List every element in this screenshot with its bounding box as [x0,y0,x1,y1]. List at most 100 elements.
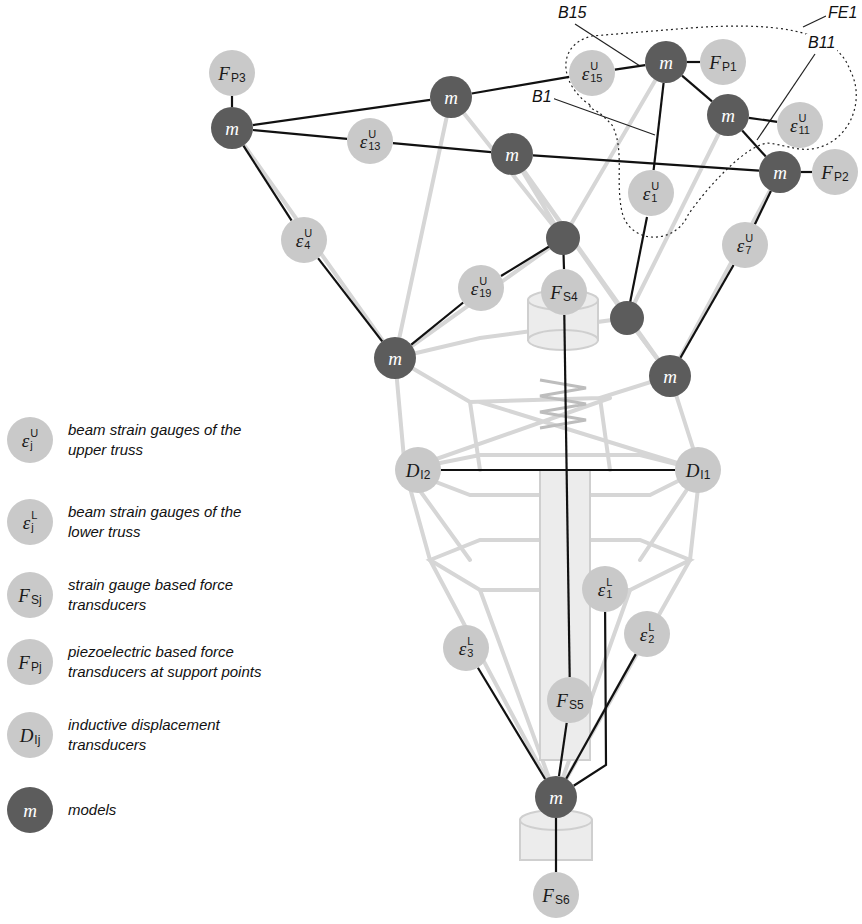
symbol-text: FS4 [550,283,577,302]
symbol-text: m [505,145,519,164]
sensor-circle: ε4U [281,217,327,263]
legend-text: piezoelectric based force transducers at… [68,642,283,682]
sensor-circle: FS6 [533,872,579,918]
sensor-circle: ε3L [443,625,489,671]
sensor-circle: DIj [7,712,53,758]
model-circle: m [491,133,533,175]
beam-connector [441,469,675,471]
symbol-text: ε19U [471,276,492,299]
legend-text: inductive displacement transducers [68,715,248,755]
symbol-text: ε1U [643,181,659,204]
model-circle: m [649,355,691,397]
beam-connector [231,96,233,107]
model-dot [546,221,580,255]
symbol-text: ε3L [459,636,474,659]
symbol-text: m [444,88,458,107]
sensor-circle: FP2 [812,149,858,195]
symbol-text: FPj [18,653,41,672]
symbol-text: DIj [20,726,41,745]
beam-connector [533,155,759,170]
beam-connector [253,100,430,125]
symbol-text: m [663,367,677,386]
beam-connector [742,131,766,157]
symbol-text: ε1L [598,577,613,600]
symbol-text: ε15U [582,61,603,84]
model-circle: m [374,337,416,379]
callout-label: B11 [806,34,837,52]
model-circle: m [7,787,53,833]
beam-connector [318,258,382,341]
model-circle: m [759,151,801,193]
symbol-text: ε11U [790,113,810,136]
callout-label: B1 [530,88,554,106]
legend-swatch [7,417,53,463]
symbol-text: FP3 [218,64,245,83]
beam-connector [472,77,570,94]
beam-connector [564,315,569,677]
sensor-circle: ε19U [458,265,504,311]
beam-connector [687,61,700,63]
beam-connector [680,265,733,358]
legend-text: models [68,800,268,820]
symbol-text: m [549,788,563,807]
symbol-text: m [659,53,673,72]
sensor-circle: ε2L [624,611,670,657]
beam-connector [801,171,812,173]
beam-connector [749,118,777,122]
model-circle: m [430,76,472,118]
legend-text: strain gauge based force transducers [68,575,268,615]
sensor-circle: ε1L [582,566,628,612]
legend-swatch [7,639,53,685]
beam-connector [478,668,545,779]
sensor-circle: FS5 [547,677,593,723]
symbol-text: FP2 [821,163,848,182]
symbol-text: FP1 [709,53,736,72]
sensor-circle: DI2 [395,447,441,493]
sensor-circle: FSj [7,572,53,618]
symbol-text: DI2 [406,461,431,480]
symbol-text: ε7U [737,233,753,256]
sensor-circle: FP1 [700,39,746,85]
beam-connector [253,130,347,139]
symbol-text: m [773,163,787,182]
symbol-text: εjL [23,510,38,533]
symbol-text: εjU [22,428,38,451]
symbol-text: m [721,106,735,125]
sensor-circle: ε13U [347,118,393,164]
beam-connector [559,723,567,776]
model-circle: m [535,776,577,818]
callout-label: FE1 [826,4,859,22]
symbol-text: ε4U [296,228,312,251]
beam-connector [393,143,491,152]
sensor-circle: FS4 [541,269,587,315]
callout-label: B15 [556,4,588,22]
sensor-circle: FPj [7,639,53,685]
sensor-circle: ε7U [722,222,768,268]
symbol-text: m [388,349,402,368]
beam-connector [243,146,291,221]
sensor-circle: ε1U [628,170,674,216]
beam-connector [555,818,557,872]
model-dot [610,301,644,335]
beam-connector [615,65,645,70]
beam-connector [411,303,463,345]
model-circle: m [707,94,749,136]
symbol-text: FS6 [542,886,569,905]
symbol-text: FSj [18,586,41,605]
model-circle: m [211,107,253,149]
sensor-circle: DI1 [675,447,721,493]
beam-connector [755,191,771,224]
symbol-text: DI1 [686,461,711,480]
symbol-text: m [225,119,239,138]
legend-text: beam strain gauges of the upper truss [68,420,243,460]
sensor-circle: FP3 [209,50,255,96]
beam-connector [654,83,664,170]
symbol-text: m [23,801,37,820]
legend-swatch [7,572,53,618]
symbol-text: FS5 [556,691,583,710]
sensor-circle: ε15U [569,50,615,96]
model-circle: m [645,41,687,83]
sensor-circle: ε11U [777,102,823,148]
fe1-region [566,26,856,237]
